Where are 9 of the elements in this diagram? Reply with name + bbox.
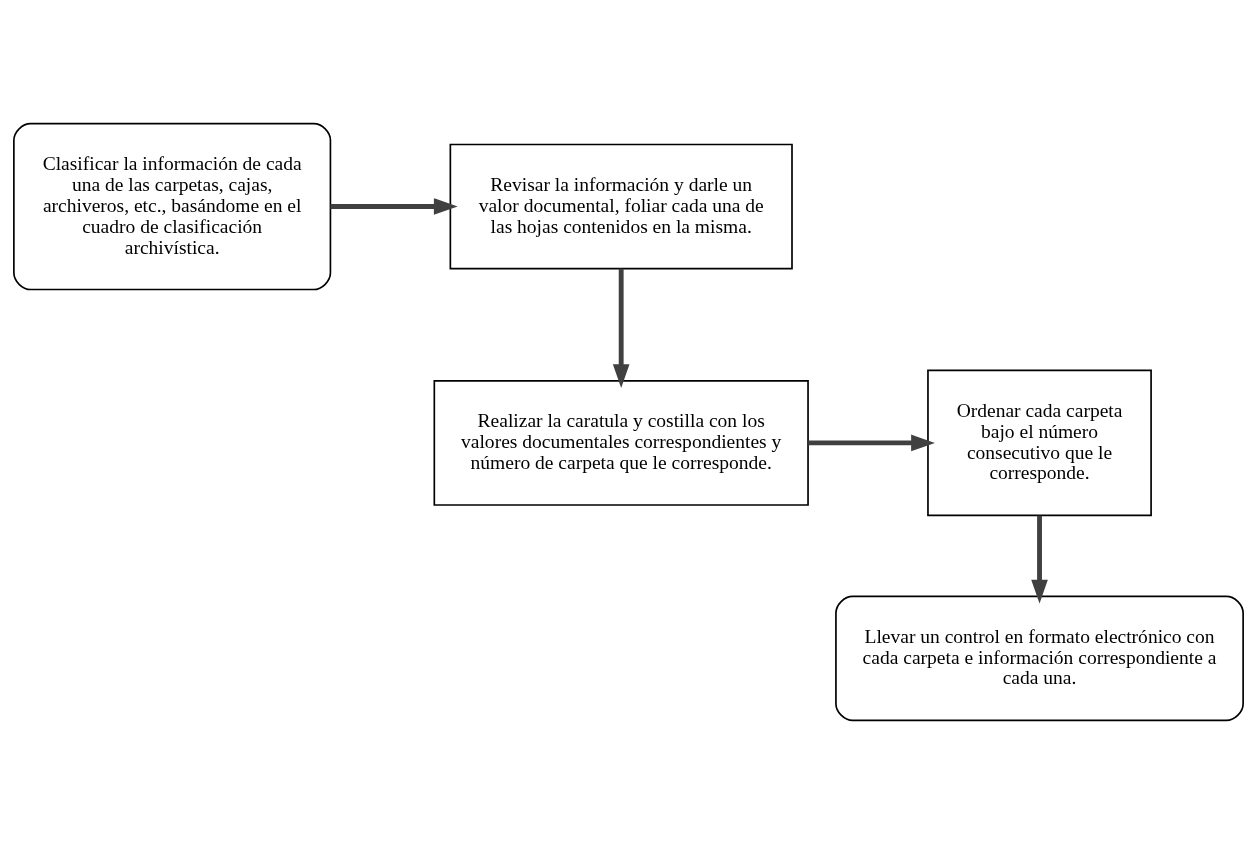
arrow bbox=[808, 434, 935, 452]
node-box: Revisar la información y darle un valor documental, foliar cada una de las hojas contenidos en la misma. bbox=[449, 143, 793, 270]
arrow bbox=[1031, 515, 1048, 604]
node-box: Ordenar cada carpeta bajo el número consecutivo que le corresponde. bbox=[927, 369, 1152, 517]
node-box: Clasificar la información de cada una de las carpetas, cajas, archiveros, etc., basándome en el cuadro de clasificación archivística. bbox=[13, 122, 332, 291]
node-box: Realizar la caratula y costilla con los valores documentales correspondientes y número de carpeta que le corresponde. bbox=[433, 380, 809, 506]
arrow bbox=[330, 198, 458, 215]
arrow bbox=[612, 268, 630, 389]
node-box: Llevar un control en formato electrónico con cada carpeta e información correspondiente a cada una. bbox=[835, 595, 1244, 722]
